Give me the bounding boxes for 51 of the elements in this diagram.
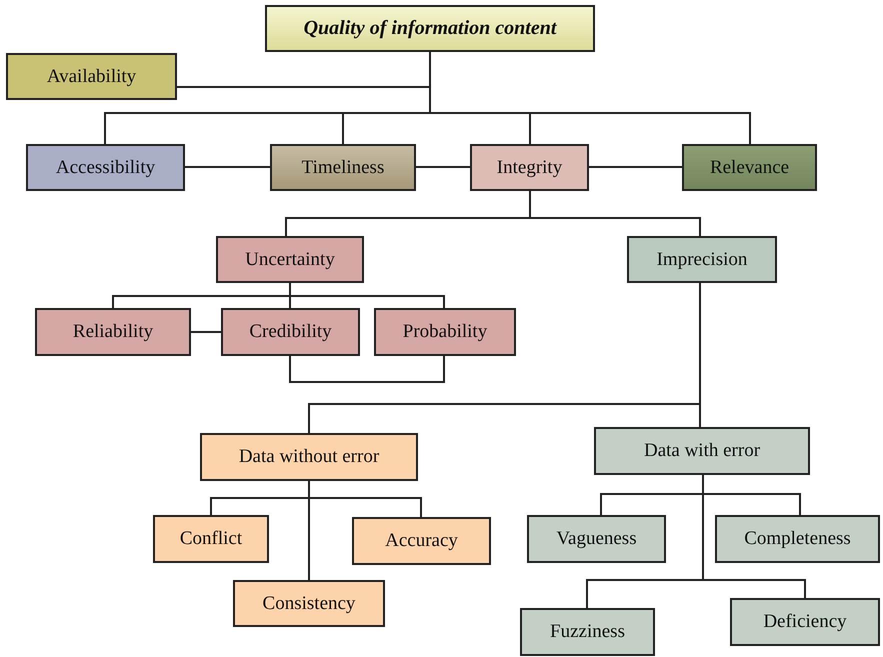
node-label: Credibility [249, 321, 332, 343]
category-box [594, 427, 810, 475]
category-box [216, 236, 364, 283]
category-box [270, 144, 416, 191]
node-label: Uncertainty [245, 248, 335, 270]
category-box [26, 144, 185, 191]
category-box [200, 433, 418, 481]
connector-line [289, 283, 445, 308]
node-label: Vagueness [556, 528, 637, 550]
category-box [374, 308, 516, 356]
node-label: Accessibility [56, 156, 156, 178]
category-box [682, 144, 817, 191]
category-box [627, 236, 777, 283]
category-box [352, 517, 491, 565]
connector-line [185, 166, 270, 168]
category-box [153, 515, 269, 563]
connector-line [191, 331, 221, 333]
title-box [265, 5, 595, 52]
category-box [233, 580, 385, 627]
category-box [470, 144, 589, 191]
node-label: Completeness [744, 528, 851, 550]
node-label: Fuzziness [550, 621, 625, 643]
connector-line [702, 475, 806, 598]
node-label: Data without error [238, 446, 380, 468]
node-label: Consistency [262, 592, 356, 614]
node-label: Deficiency [763, 611, 847, 633]
connector-line [289, 356, 445, 383]
node-label: Conflict [180, 528, 242, 550]
category-box [715, 515, 880, 563]
connector-line [529, 191, 701, 236]
node-label: Accuracy [385, 530, 458, 552]
node-label: Data with error [644, 440, 760, 462]
node-label: Relevance [710, 156, 790, 178]
node-label: Integrity [496, 156, 562, 178]
connector-line [429, 52, 751, 144]
node-label: Quality of information content [304, 17, 556, 40]
category-box [520, 608, 655, 656]
node-label: Availability [46, 66, 136, 88]
node-label: Reliability [72, 321, 154, 343]
node-label: Timeliness [302, 156, 384, 178]
category-box [35, 308, 191, 356]
connector-line [699, 283, 701, 427]
connector-line [416, 166, 470, 168]
connector-line [308, 481, 310, 580]
node-label: Imprecision [656, 248, 748, 270]
connector-line [589, 166, 682, 168]
category-box [730, 598, 880, 646]
category-box [527, 515, 666, 563]
category-box [6, 53, 177, 100]
category-box [221, 308, 360, 356]
node-label: Probability [402, 321, 488, 343]
